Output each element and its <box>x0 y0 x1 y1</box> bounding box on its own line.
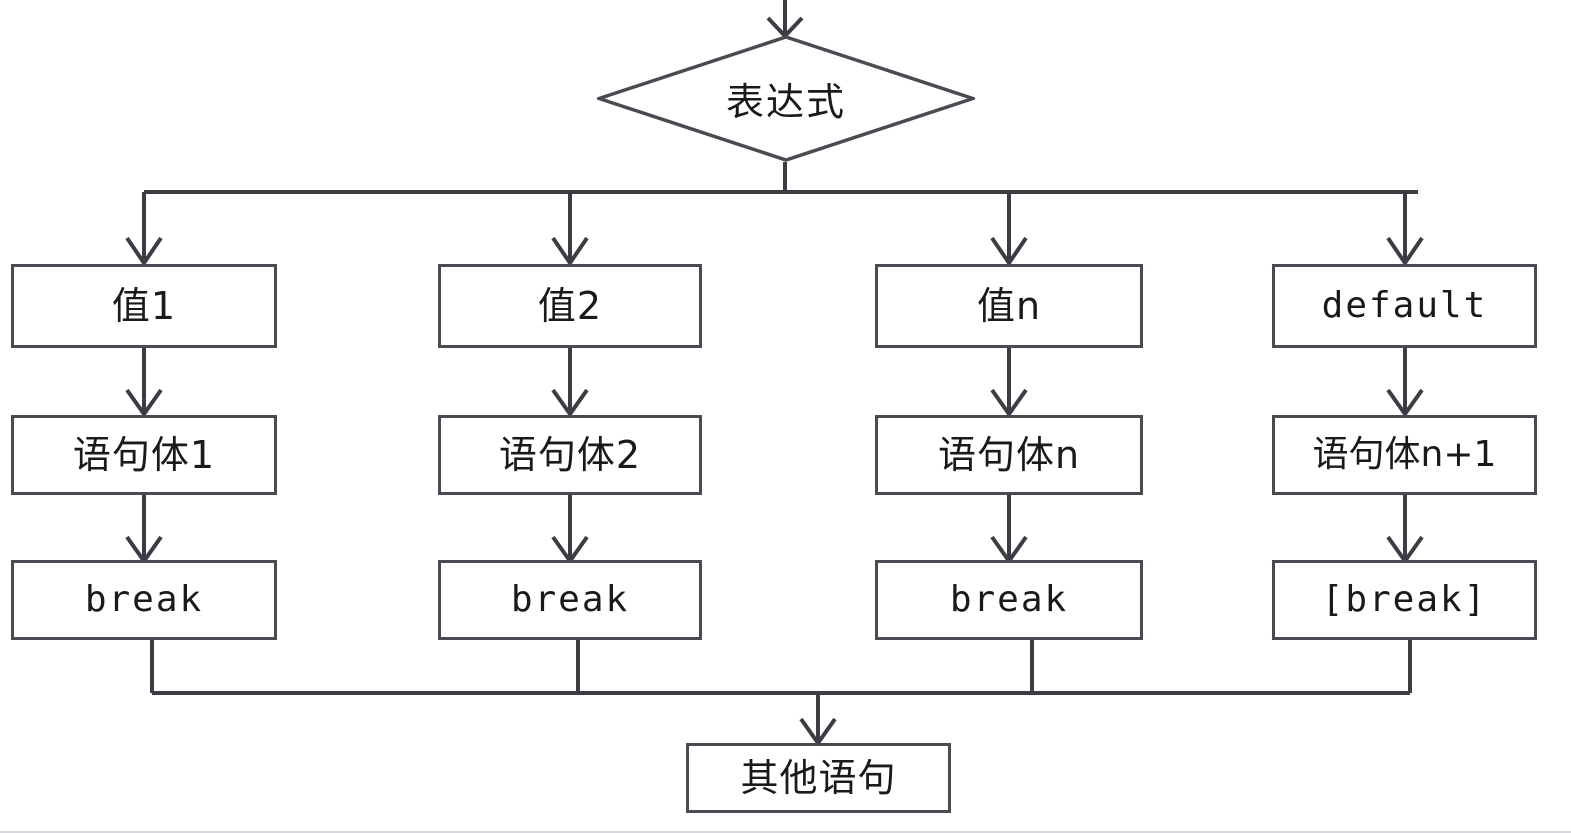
break-label-default: [break] <box>1321 579 1488 620</box>
arrowhead-body-3 <box>990 388 1028 418</box>
case-box-3[interactable]: 值n <box>875 264 1143 348</box>
body-label-3: 语句体n <box>937 433 1081 477</box>
arrowhead-case-4 <box>1386 236 1424 267</box>
arrowhead-break-2 <box>551 535 589 565</box>
case-label-default: default <box>1321 285 1488 326</box>
break-box-1[interactable]: break <box>11 560 277 640</box>
arrowhead-body-4 <box>1386 388 1424 418</box>
arrowhead-break-3 <box>990 535 1028 565</box>
arrowhead-body-2 <box>551 388 589 418</box>
decision-label: 表达式 <box>725 80 846 124</box>
case-box-2[interactable]: 值2 <box>438 264 702 348</box>
body-label-2: 语句体2 <box>498 433 642 477</box>
body-label-default: 语句体n+1 <box>1312 434 1497 475</box>
diamond-shape <box>597 35 975 162</box>
bottom-rule <box>0 831 1571 833</box>
arrowhead-case-3 <box>990 236 1028 267</box>
arrowhead-entry <box>766 16 804 39</box>
break-box-3[interactable]: break <box>875 560 1143 640</box>
case-box-default[interactable]: default <box>1272 264 1537 348</box>
arrowhead-exit <box>799 717 837 747</box>
arrowhead-case-2 <box>551 236 589 267</box>
case-label-2: 值2 <box>537 284 603 328</box>
break-label-3: break <box>949 579 1069 620</box>
body-box-1[interactable]: 语句体1 <box>11 415 277 495</box>
case-box-1[interactable]: 值1 <box>11 264 277 348</box>
arrowhead-break-1 <box>125 535 163 565</box>
exit-box-other-statements[interactable]: 其他语句 <box>686 743 951 813</box>
body-box-2[interactable]: 语句体2 <box>438 415 702 495</box>
break-label-2: break <box>510 579 630 620</box>
break-label-1: break <box>84 579 204 620</box>
exit-label: 其他语句 <box>740 756 897 800</box>
arrowhead-body-1 <box>125 388 163 418</box>
break-box-default[interactable]: [break] <box>1272 560 1537 640</box>
decision-node-expression[interactable]: 表达式 <box>597 35 975 162</box>
break-box-2[interactable]: break <box>438 560 702 640</box>
arrowhead-break-4 <box>1386 535 1424 565</box>
arrowhead-case-1 <box>125 236 163 267</box>
body-label-1: 语句体1 <box>72 433 216 477</box>
case-label-1: 值1 <box>111 284 177 328</box>
body-box-default[interactable]: 语句体n+1 <box>1272 415 1537 495</box>
case-label-3: 值n <box>976 284 1042 328</box>
body-box-3[interactable]: 语句体n <box>875 415 1143 495</box>
